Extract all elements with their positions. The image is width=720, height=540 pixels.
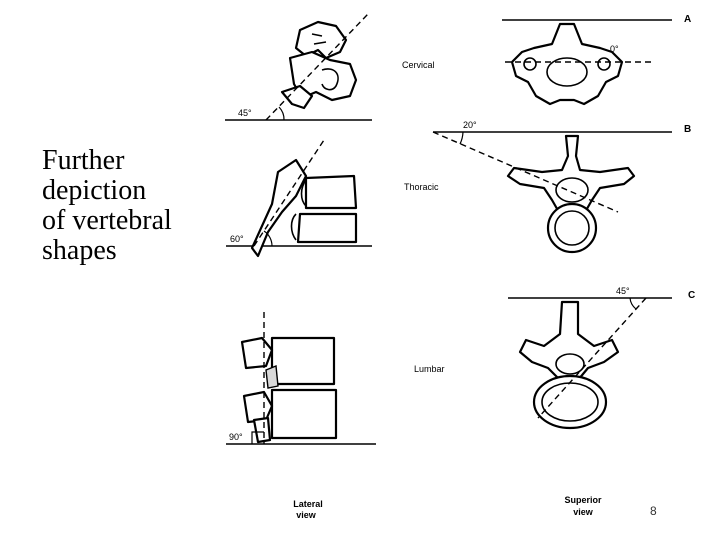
cervical-lateral-angle: 45° — [238, 108, 252, 118]
cervical-label: Cervical — [402, 60, 435, 70]
title-line: shapes — [42, 235, 117, 266]
angle-line — [265, 13, 369, 121]
cervical-vertebra-shape — [510, 22, 624, 106]
thoracic-label: Thoracic — [404, 182, 439, 192]
lateral-view-caption: view — [296, 510, 317, 520]
cervical-vertebra-shape — [311, 33, 327, 45]
lumbar-vertebra-shape — [518, 300, 620, 382]
lumbar-lateral-angle: 90° — [229, 432, 243, 442]
cervical-vertebra-shape — [321, 68, 339, 91]
thoracic-vertebra-shape — [300, 179, 307, 207]
angle-arc — [459, 131, 464, 145]
panel-letter: B — [684, 124, 691, 135]
lumbar-vertebra-shape — [532, 374, 608, 430]
superior-view-caption: view — [573, 507, 594, 517]
thoracic-vertebra-shape — [296, 212, 358, 244]
thoracic-panel: 60° Thoracic 20° B — [226, 120, 691, 258]
lumbar-superior-illustration: 45° — [508, 286, 672, 430]
thoracic-vertebra-shape — [555, 177, 589, 203]
cervical-superior-angle: 0° — [610, 44, 619, 54]
lumbar-vertebra-shape — [240, 336, 274, 370]
thoracic-superior-illustration: 20° — [432, 120, 672, 254]
cervical-lateral-illustration: 45° — [225, 13, 372, 121]
superior-view-caption: Superior — [564, 495, 602, 505]
lumbar-superior-angle: 45° — [616, 286, 630, 296]
cervical-superior-illustration: 0° — [502, 19, 672, 106]
thoracic-vertebra-shape — [304, 174, 358, 210]
lumbar-vertebra-shape — [555, 353, 585, 375]
cervical-panel: 45° Cervical 0° A — [225, 13, 691, 121]
angle-line — [253, 139, 325, 247]
thoracic-lateral-angle: 60° — [230, 234, 244, 244]
angle-arc — [629, 297, 637, 310]
title-line: Further — [42, 145, 125, 176]
lumbar-vertebra-shape — [242, 390, 274, 424]
lumbar-vertebra-shape — [270, 388, 338, 440]
title-line: depiction — [42, 175, 147, 206]
panel-letter: A — [684, 14, 691, 25]
thoracic-lateral-illustration: 60° — [226, 139, 372, 258]
cervical-vertebra-shape — [546, 57, 588, 87]
lumbar-vertebra-shape — [270, 336, 336, 386]
angle-arc — [263, 230, 273, 247]
lumbar-panel: 90° Lumbar 45° C — [226, 286, 695, 445]
thoracic-vertebra-shape — [554, 210, 590, 246]
lumbar-lateral-illustration: 90° — [226, 312, 376, 445]
lumbar-vertebra-shape — [265, 365, 279, 389]
lateral-view-caption: Lateral — [293, 499, 323, 509]
panel-letter: C — [688, 290, 695, 301]
angle-line — [432, 131, 619, 213]
lumbar-label: Lumbar — [414, 364, 445, 374]
thoracic-superior-angle: 20° — [463, 120, 477, 130]
title-line: of vertebral — [42, 205, 172, 236]
cervical-vertebra-shape — [523, 57, 537, 71]
slide-title: Further depiction of vertebral shapes — [42, 146, 212, 266]
lumbar-vertebra-shape — [252, 416, 272, 444]
thoracic-vertebra-shape — [290, 213, 297, 241]
angle-arc — [278, 106, 285, 121]
page-number: 8 — [650, 504, 657, 518]
angle-line — [537, 297, 647, 419]
angle-arc — [251, 431, 264, 444]
cervical-vertebra-shape — [294, 20, 348, 60]
cervical-vertebra-shape — [597, 57, 611, 71]
